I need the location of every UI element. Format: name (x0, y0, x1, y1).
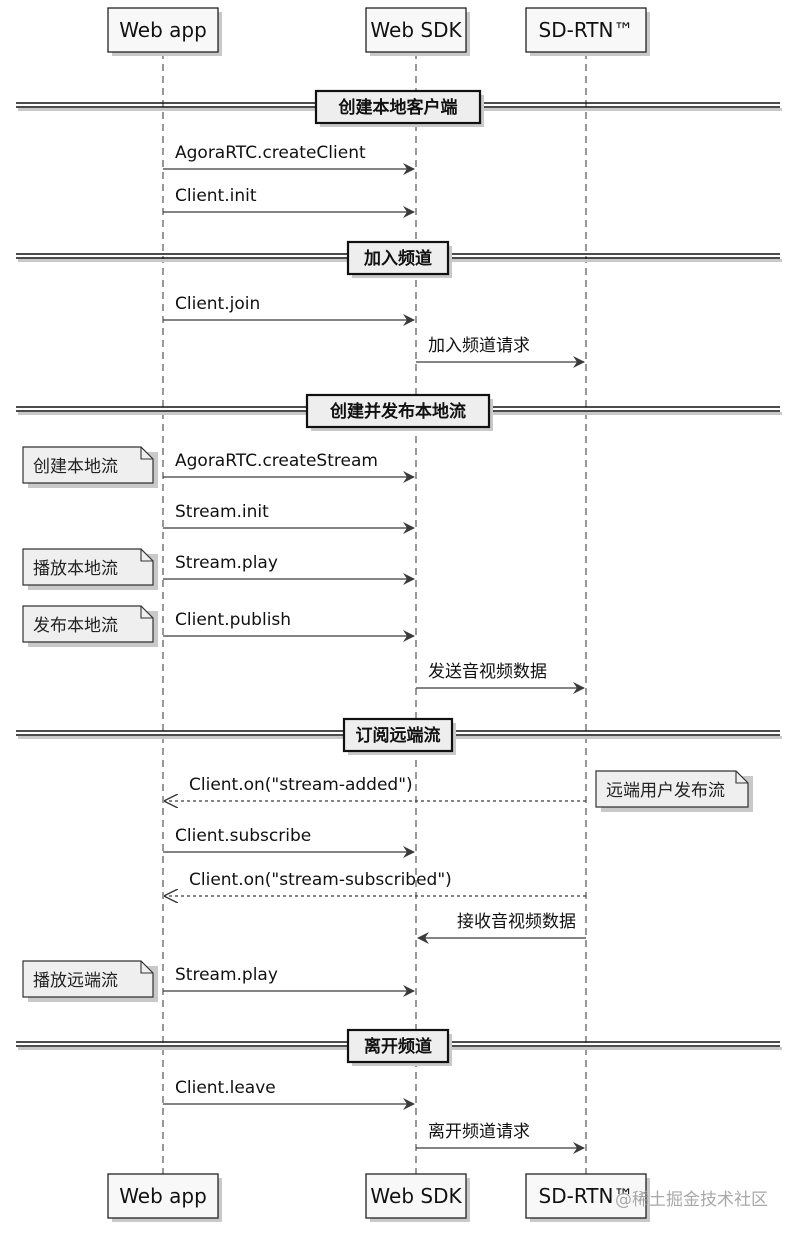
message-3: 加入频道请求 (416, 336, 585, 368)
participant-websdk-bottom: Web SDK (365, 1173, 470, 1222)
section-label: 加入频道 (363, 248, 432, 269)
section-divider: 离开频道 (16, 1028, 782, 1066)
section-label: 创建并发布本地流 (329, 401, 466, 422)
section-label: 离开频道 (364, 1036, 432, 1057)
participant-websdk-top: Web SDK (365, 7, 470, 56)
note: 发布本地流 (22, 605, 158, 647)
section-label: 订阅远端流 (356, 725, 441, 746)
message-label: Client.leave (175, 1078, 276, 1098)
message-14: Client.leave (163, 1078, 415, 1110)
message-label: 接收音视频数据 (457, 912, 576, 932)
message-label: Client.on("stream-added") (189, 775, 413, 795)
participant-label: SD-RTN™ (539, 18, 634, 42)
note: 播放远端流 (22, 960, 158, 1002)
message-label: 离开频道请求 (428, 1122, 530, 1142)
message-label: 发送音视频数据 (428, 662, 547, 682)
participant-label: Web SDK (370, 18, 462, 42)
message-label: Client.publish (175, 610, 291, 630)
message-8: 发送音视频数据 (416, 662, 585, 694)
participant-label: SD-RTN™ (539, 1184, 634, 1208)
message-label: Stream.play (175, 965, 278, 985)
message-2: Client.join (163, 294, 415, 326)
message-10: Client.subscribe (163, 826, 415, 858)
participant-label: Web app (119, 18, 207, 42)
participant-sdrtn-bottom: SD-RTN™ (525, 1173, 650, 1222)
message-5: Stream.init (163, 502, 415, 534)
message-0: AgoraRTC.createClient (163, 143, 415, 175)
note-label: 播放本地流 (33, 559, 118, 579)
message-label: 加入频道请求 (428, 336, 530, 356)
message-label: Stream.init (175, 502, 269, 522)
note: 创建本地流 (22, 446, 158, 488)
participant-webapp-bottom: Web app (107, 1173, 222, 1222)
message-label: Client.join (175, 294, 260, 314)
message-15: 离开频道请求 (416, 1122, 585, 1154)
message-1: Client.init (163, 186, 415, 218)
message-label: Stream.play (175, 553, 278, 573)
note: 播放本地流 (22, 548, 158, 590)
participant-label: Web SDK (370, 1184, 462, 1208)
section-divider: 加入频道 (16, 240, 782, 278)
section-divider: 订阅远端流 (16, 717, 782, 755)
note-label: 创建本地流 (33, 457, 118, 477)
message-13: Stream.play (163, 965, 415, 997)
note-label: 播放远端流 (33, 971, 118, 991)
message-7: Client.publish (163, 610, 415, 642)
message-label: AgoraRTC.createStream (175, 451, 378, 471)
message-12: 接收音视频数据 (417, 912, 586, 944)
section-divider: 创建本地客户端 (16, 89, 782, 127)
watermark-text: @稀土掘金技术社区 (615, 1190, 768, 1210)
message-label: AgoraRTC.createClient (175, 143, 366, 163)
note-label: 发布本地流 (33, 616, 118, 636)
message-9: Client.on("stream-added") (165, 775, 586, 801)
message-label: Client.on("stream-subscribed") (189, 870, 452, 890)
message-11: Client.on("stream-subscribed") (165, 870, 586, 896)
section-divider: 创建并发布本地流 (16, 393, 782, 431)
note: 远端用户发布流 (595, 770, 753, 812)
message-4: AgoraRTC.createStream (163, 451, 415, 483)
participant-sdrtn-top: SD-RTN™ (525, 7, 650, 56)
participant-webapp-top: Web app (107, 7, 222, 56)
section-label: 创建本地客户端 (338, 97, 458, 118)
message-6: Stream.play (163, 553, 415, 585)
note-label: 远端用户发布流 (606, 781, 725, 801)
message-label: Client.init (175, 186, 257, 206)
message-label: Client.subscribe (175, 826, 311, 846)
participant-label: Web app (119, 1184, 207, 1208)
